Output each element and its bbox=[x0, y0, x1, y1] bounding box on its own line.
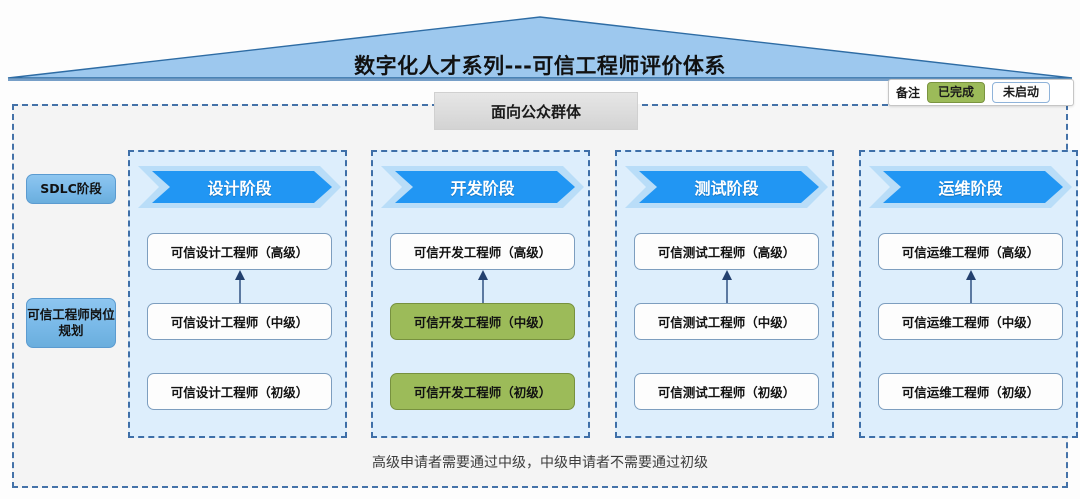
roof-banner: 数字化人才系列---可信工程师评价体系 bbox=[0, 8, 1080, 80]
progression-arrow-testing bbox=[717, 270, 737, 303]
arrow-up-icon bbox=[966, 270, 976, 303]
arrow-up-icon bbox=[478, 270, 488, 303]
role-box-design-junior[interactable]: 可信设计工程师（初级） bbox=[147, 373, 332, 410]
stage-column-design: 设计阶段 可信设计工程师（高级） 可信设计工程师（中级） 可信设计工程师（初级） bbox=[128, 150, 347, 438]
side-label-role-plan: 可信工程师岗位规划 bbox=[26, 298, 116, 348]
progression-arrow-operations bbox=[961, 270, 981, 303]
stage-chevron-operations: 运维阶段 bbox=[869, 166, 1072, 208]
stage-column-testing: 测试阶段 可信测试工程师（高级） 可信测试工程师（中级） 可信测试工程师（初级） bbox=[615, 150, 834, 438]
stage-label-development: 开发阶段 bbox=[450, 179, 515, 198]
role-box-operations-senior[interactable]: 可信运维工程师（高级） bbox=[878, 233, 1063, 270]
footer-note: 高级申请者需要通过中级，中级申请者不需要通过初级 bbox=[372, 455, 708, 471]
legend-chip-completed: 已完成 bbox=[927, 82, 986, 103]
role-box-testing-junior[interactable]: 可信测试工程师（初级） bbox=[634, 373, 819, 410]
arrow-up-icon bbox=[722, 270, 732, 303]
side-label-sdlc-stage: SDLC阶段 bbox=[26, 174, 116, 204]
chevron-right-icon bbox=[138, 166, 341, 208]
chevron-right-icon bbox=[625, 166, 828, 208]
stage-label-design: 设计阶段 bbox=[207, 179, 272, 198]
role-box-testing-intermediate[interactable]: 可信测试工程师（中级） bbox=[634, 303, 819, 340]
role-box-development-senior[interactable]: 可信开发工程师（高级） bbox=[390, 233, 575, 270]
legend: 备注 已完成 未启动 bbox=[888, 79, 1074, 106]
role-box-testing-senior[interactable]: 可信测试工程师（高级） bbox=[634, 233, 819, 270]
arrow-up-icon bbox=[235, 270, 245, 303]
audience-header: 面向公众群体 bbox=[434, 92, 638, 130]
role-box-operations-junior[interactable]: 可信运维工程师（初级） bbox=[878, 373, 1063, 410]
stage-label-operations: 运维阶段 bbox=[938, 179, 1003, 198]
page-title: 数字化人才系列---可信工程师评价体系 bbox=[354, 54, 726, 78]
stage-chevron-testing: 测试阶段 bbox=[625, 166, 828, 208]
role-box-design-intermediate[interactable]: 可信设计工程师（中级） bbox=[147, 303, 332, 340]
stage-label-testing: 测试阶段 bbox=[694, 179, 759, 198]
legend-chip-not-started: 未启动 bbox=[992, 82, 1051, 103]
stage-column-development: 开发阶段 可信开发工程师（高级） 可信开发工程师（中级） 可信开发工程师（初级） bbox=[371, 150, 590, 438]
stage-column-operations: 运维阶段 可信运维工程师（高级） 可信运维工程师（中级） 可信运维工程师（初级） bbox=[859, 150, 1078, 438]
role-box-design-senior[interactable]: 可信设计工程师（高级） bbox=[147, 233, 332, 270]
stage-chevron-development: 开发阶段 bbox=[381, 166, 584, 208]
chevron-right-icon bbox=[381, 166, 584, 208]
chevron-right-icon bbox=[869, 166, 1072, 208]
stage-chevron-design: 设计阶段 bbox=[138, 166, 341, 208]
progression-arrow-design bbox=[230, 270, 250, 303]
role-box-operations-intermediate[interactable]: 可信运维工程师（中级） bbox=[878, 303, 1063, 340]
roof-shape bbox=[7, 16, 1073, 79]
role-box-development-junior[interactable]: 可信开发工程师（初级） bbox=[390, 373, 575, 410]
stage-columns: 设计阶段 可信设计工程师（高级） 可信设计工程师（中级） 可信设计工程师（初级）… bbox=[128, 150, 1078, 438]
role-box-development-intermediate[interactable]: 可信开发工程师（中级） bbox=[390, 303, 575, 340]
progression-arrow-development bbox=[473, 270, 493, 303]
legend-label: 备注 bbox=[896, 86, 921, 100]
roof-baseline bbox=[8, 79, 1072, 81]
